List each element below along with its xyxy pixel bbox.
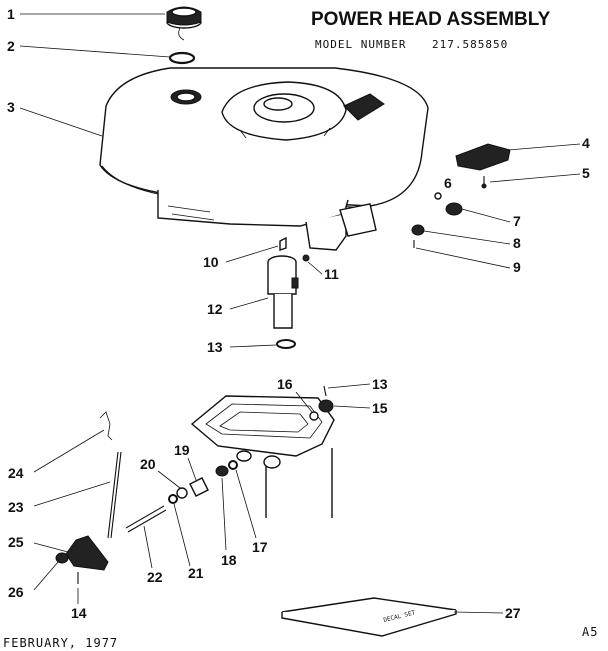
callout-23: 23	[8, 499, 24, 515]
shaft-adapter	[267, 255, 299, 329]
page-code: A5	[582, 625, 598, 639]
callout-24: 24	[8, 465, 24, 481]
callout-19: 19	[174, 442, 190, 458]
nut-18	[215, 465, 229, 477]
screw-11	[302, 254, 310, 262]
decal-set: DECAL SET	[281, 597, 457, 637]
callout-27: 27	[505, 605, 521, 621]
revision-date: FEBRUARY, 1977	[3, 636, 118, 650]
diagram-title: POWER HEAD ASSEMBLY	[311, 9, 551, 30]
side-bracket	[455, 143, 511, 171]
callout-3: 3	[7, 99, 15, 115]
callout-17: 17	[252, 539, 268, 555]
callout-2: 2	[7, 38, 15, 54]
callout-22: 22	[147, 569, 163, 585]
powerhead-body	[157, 190, 377, 251]
callout-18: 18	[221, 552, 237, 568]
nut-15	[318, 399, 334, 413]
callout-13: 13	[207, 339, 223, 355]
upper-callouts: 1 2 3 4 5 6 7 8 9 10 11 12 13	[7, 6, 590, 355]
nut-8	[411, 224, 425, 236]
callout-16: 16	[277, 376, 293, 392]
callout-25: 25	[8, 534, 24, 550]
callout-12: 12	[207, 301, 223, 317]
callout-20: 20	[140, 456, 156, 472]
clip-24	[99, 411, 113, 441]
fuel-cap	[166, 6, 202, 41]
washer-21	[168, 494, 178, 504]
key-10	[279, 236, 287, 251]
callout-14-bottom: 14	[71, 605, 87, 621]
callout-14-top: 13	[372, 376, 388, 392]
cap-gasket	[168, 51, 196, 65]
callout-21: 21	[188, 565, 204, 581]
model-label: MODEL NUMBER	[315, 38, 406, 51]
washer-20	[176, 487, 188, 499]
callout-8: 8	[513, 235, 521, 251]
callout-26: 26	[8, 584, 24, 600]
callout-1: 1	[7, 6, 15, 22]
knob-7	[445, 202, 463, 216]
model-number: 217.585850	[432, 38, 508, 51]
callout-9: 9	[513, 259, 521, 275]
callout-10: 10	[203, 254, 219, 270]
bushing-19	[189, 477, 209, 497]
o-ring-13	[276, 339, 296, 349]
lever-25	[65, 535, 109, 571]
lower-callouts: 13 15 16 17 18 19 20 21 22 23 24 25 26 1…	[8, 376, 521, 621]
callout-4: 4	[582, 135, 590, 151]
engine-cover	[99, 67, 429, 209]
callout-7: 7	[513, 213, 521, 229]
nut-26	[55, 552, 69, 564]
screw-5	[481, 176, 487, 189]
callout-11: 11	[324, 266, 339, 282]
washer-6	[434, 192, 442, 200]
rod-22	[125, 505, 167, 533]
callout-15: 15	[372, 400, 388, 416]
washer-16	[309, 411, 319, 421]
washer-17	[228, 460, 238, 470]
mounting-bracket	[190, 395, 335, 518]
screw-14-top	[323, 385, 327, 397]
link-rod-23	[107, 451, 122, 539]
callout-5: 5	[582, 165, 590, 181]
callout-6: 6	[444, 175, 452, 191]
